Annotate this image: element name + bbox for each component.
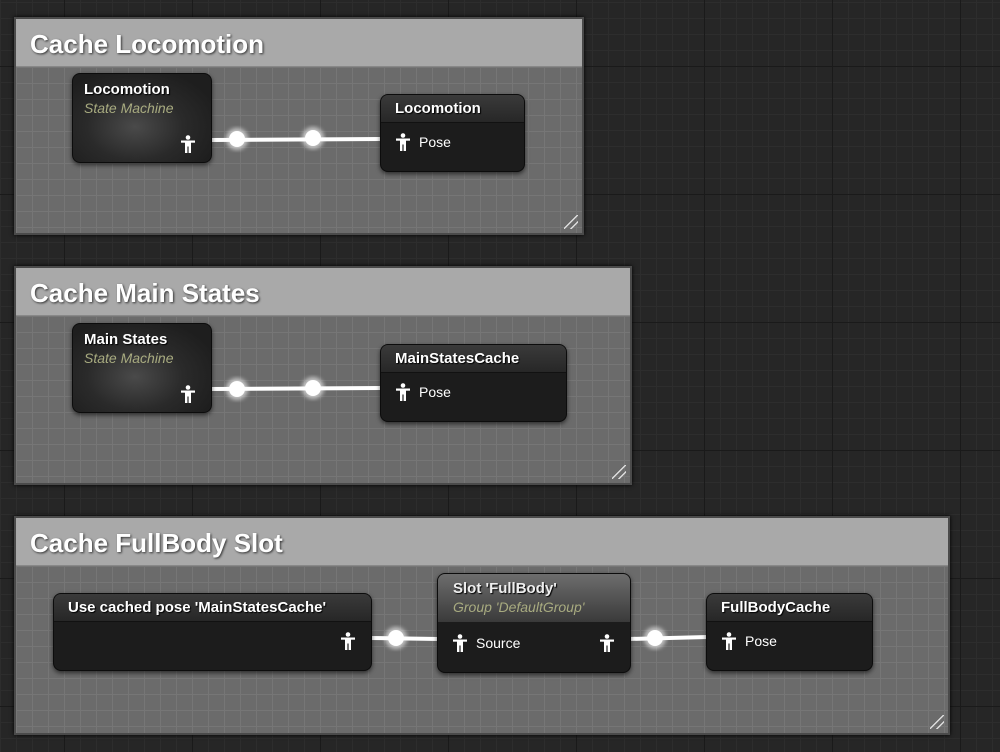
person-icon bbox=[395, 133, 411, 151]
node-title: Slot 'FullBody' bbox=[453, 580, 557, 597]
output-pose-pin[interactable] bbox=[340, 632, 356, 650]
input-pose-pin[interactable]: Pose bbox=[395, 133, 451, 151]
node-title: MainStatesCache bbox=[381, 345, 566, 373]
person-icon bbox=[452, 634, 468, 652]
person-icon bbox=[340, 632, 356, 650]
node-title: Locomotion bbox=[84, 81, 170, 98]
pin-label: Source bbox=[476, 635, 521, 651]
state-machine-node-locomotion[interactable]: Locomotion State Machine bbox=[72, 73, 212, 163]
person-icon bbox=[599, 634, 615, 652]
node-subtitle: State Machine bbox=[84, 350, 174, 366]
comment-title[interactable]: Cache Main States bbox=[16, 268, 630, 316]
pin-label: Pose bbox=[419, 384, 451, 400]
node-title: Locomotion bbox=[381, 95, 524, 123]
save-cached-pose-node-locomotion[interactable]: Locomotion Pose bbox=[380, 94, 525, 172]
person-icon bbox=[721, 632, 737, 650]
output-pose-pin[interactable] bbox=[180, 135, 196, 153]
person-icon bbox=[180, 385, 196, 403]
input-pose-pin[interactable]: Pose bbox=[721, 632, 777, 650]
wire bbox=[627, 635, 709, 641]
node-subtitle: State Machine bbox=[84, 100, 174, 116]
pin-label: Pose bbox=[419, 134, 451, 150]
reroute-knot[interactable] bbox=[302, 127, 324, 149]
save-cached-pose-node-mainstates[interactable]: MainStatesCache Pose bbox=[380, 344, 567, 422]
comment-title[interactable]: Cache FullBody Slot bbox=[16, 518, 948, 566]
resize-handle[interactable] bbox=[612, 465, 626, 479]
reroute-knot[interactable] bbox=[226, 378, 248, 400]
output-pose-pin[interactable] bbox=[599, 634, 615, 652]
input-source-pin[interactable]: Source bbox=[452, 634, 520, 652]
person-icon bbox=[180, 135, 196, 153]
node-subtitle: Group 'DefaultGroup' bbox=[453, 599, 585, 615]
node-title: FullBodyCache bbox=[707, 594, 872, 622]
node-title: Use cached pose 'MainStatesCache' bbox=[54, 594, 371, 622]
input-pose-pin[interactable]: Pose bbox=[395, 383, 451, 401]
resize-handle[interactable] bbox=[564, 215, 578, 229]
slot-node-fullbody[interactable]: Slot 'FullBody' Group 'DefaultGroup' Sou… bbox=[437, 573, 631, 673]
state-machine-node-main-states[interactable]: Main States State Machine bbox=[72, 323, 212, 413]
resize-handle[interactable] bbox=[930, 715, 944, 729]
reroute-knot[interactable] bbox=[385, 627, 407, 649]
node-title: Main States bbox=[84, 331, 168, 348]
comment-title[interactable]: Cache Locomotion bbox=[16, 19, 582, 67]
use-cached-pose-node[interactable]: Use cached pose 'MainStatesCache' bbox=[53, 593, 372, 671]
reroute-knot[interactable] bbox=[644, 627, 666, 649]
reroute-knot[interactable] bbox=[302, 377, 324, 399]
comment-cache-main-states[interactable]: Cache Main States bbox=[14, 266, 632, 485]
pin-label: Pose bbox=[745, 633, 777, 649]
output-pose-pin[interactable] bbox=[180, 385, 196, 403]
reroute-knot[interactable] bbox=[226, 128, 248, 150]
person-icon bbox=[395, 383, 411, 401]
save-cached-pose-node-fullbody[interactable]: FullBodyCache Pose bbox=[706, 593, 873, 671]
